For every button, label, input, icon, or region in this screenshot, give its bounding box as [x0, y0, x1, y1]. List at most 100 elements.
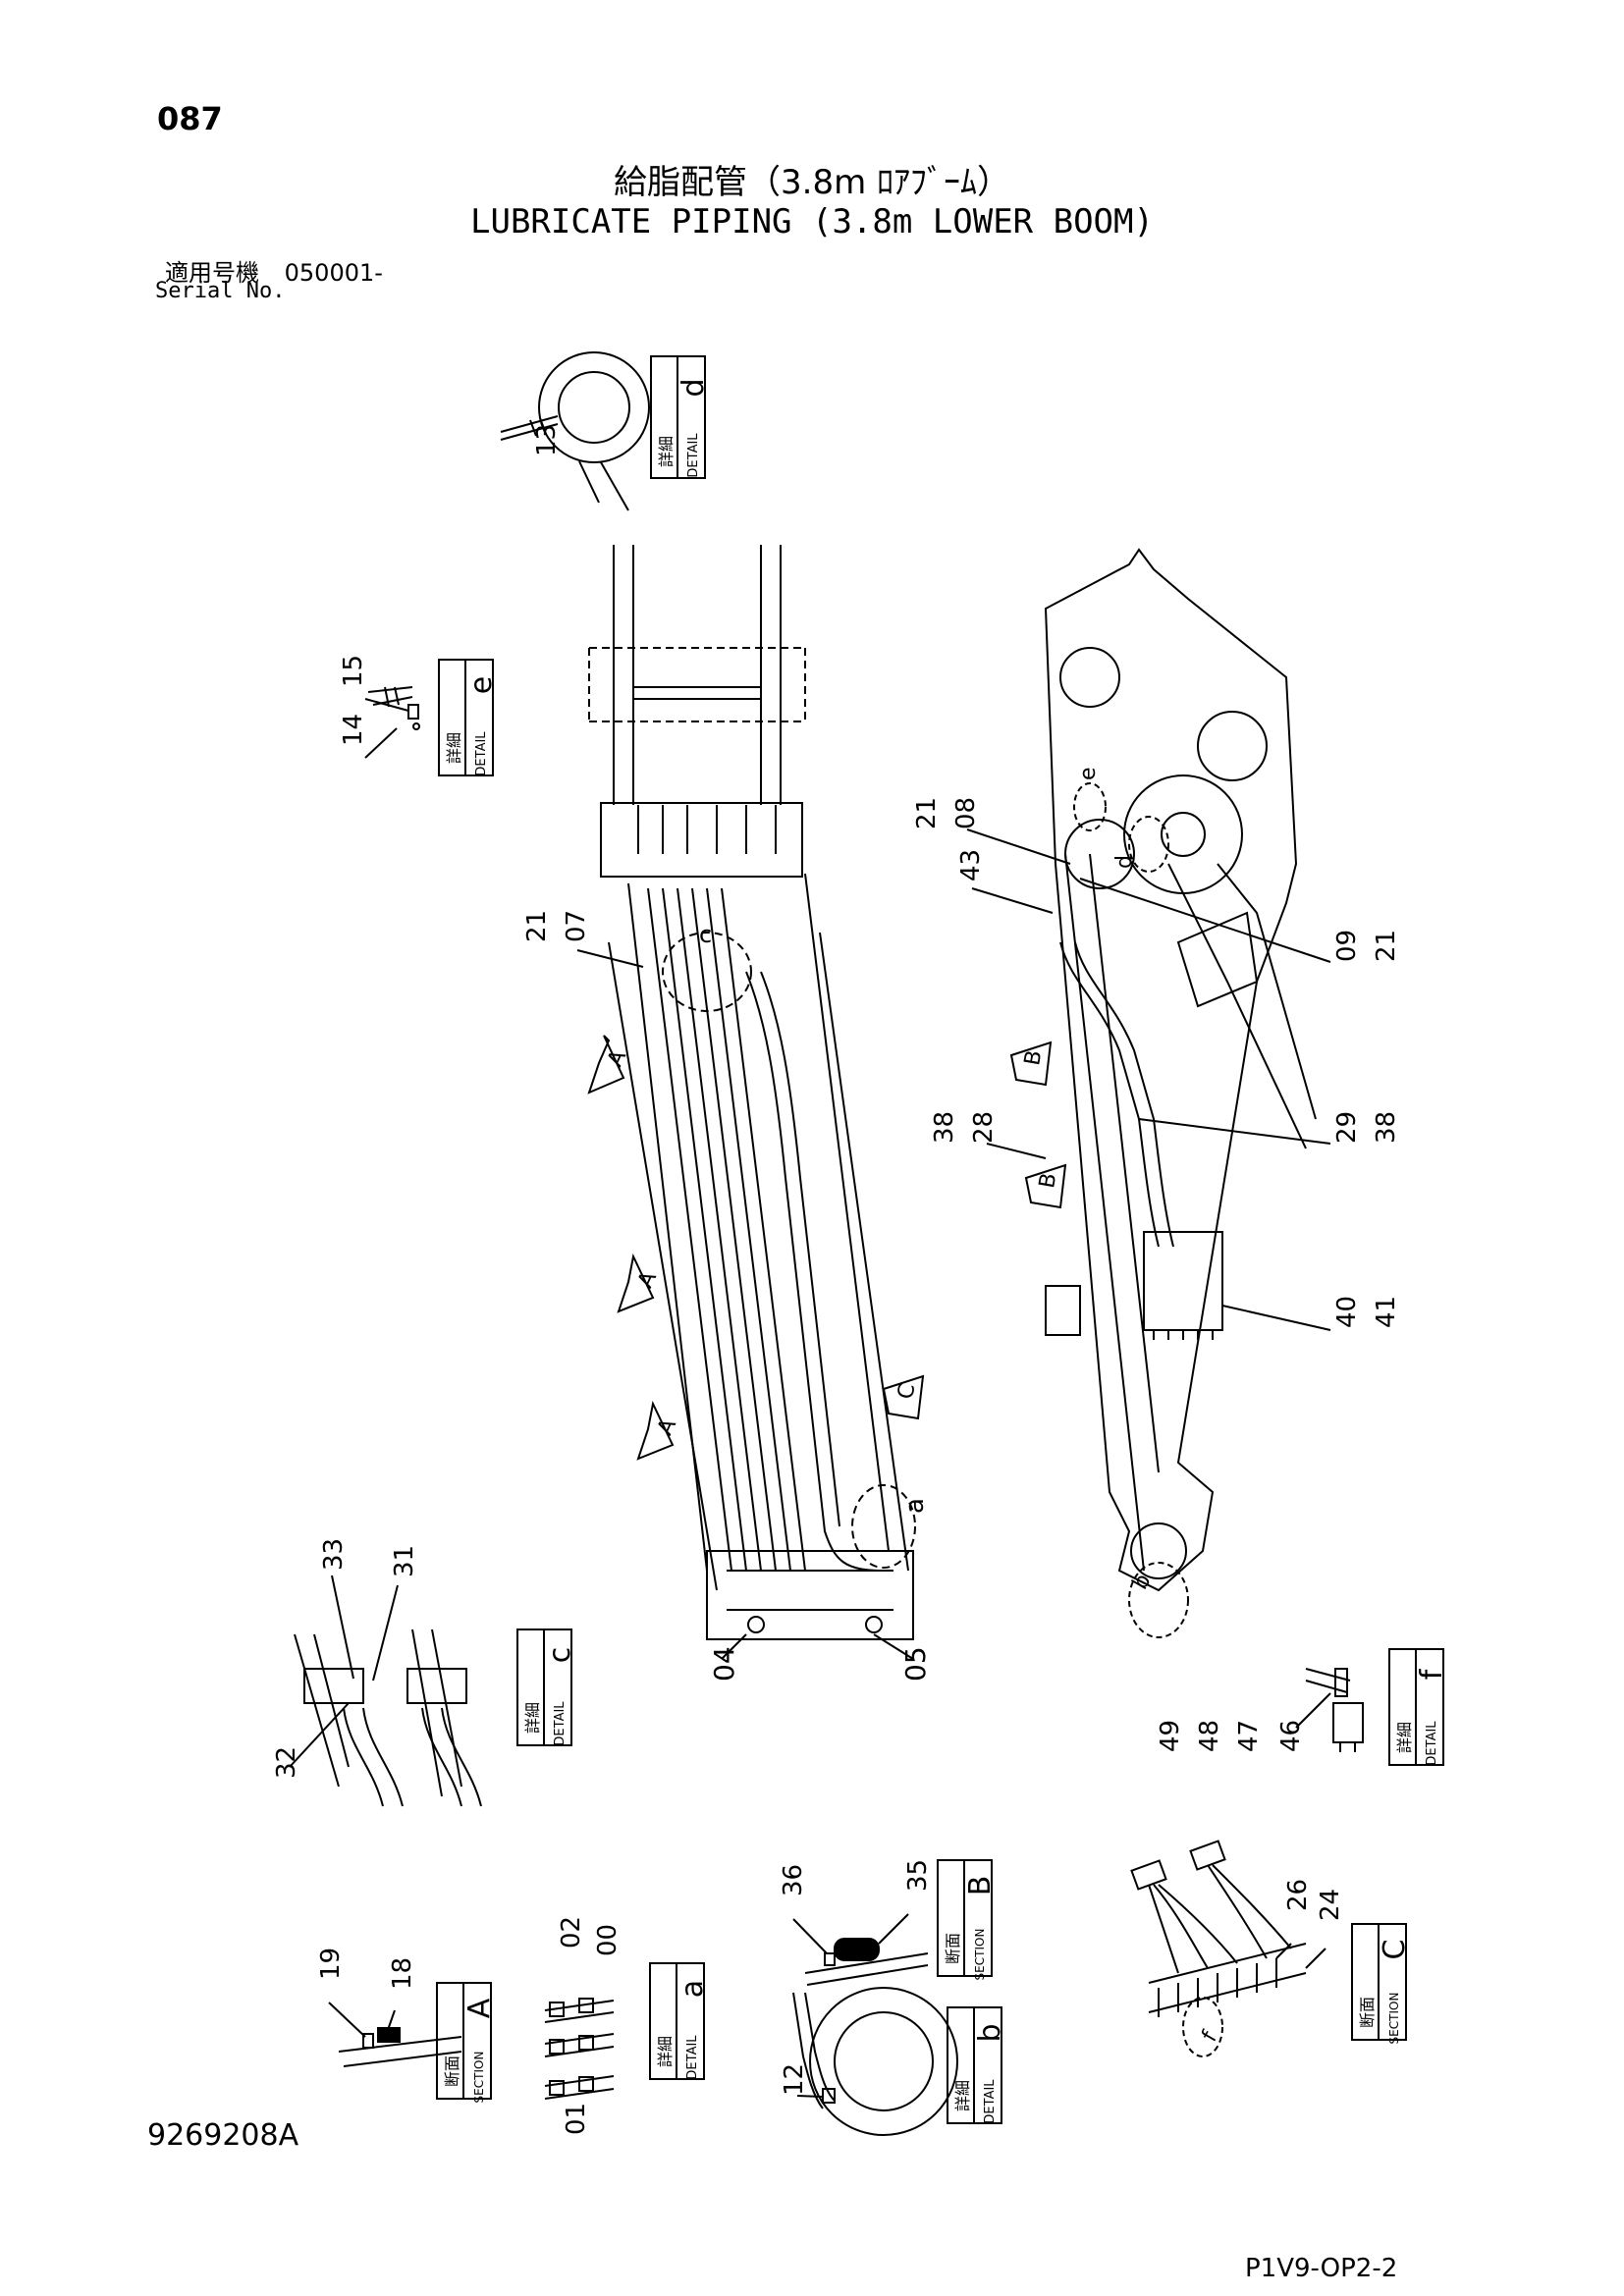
detail-e-label-jp: 詳細: [445, 732, 463, 764]
view-circle-d: [1128, 816, 1169, 873]
detail-c-label-en: DETAIL: [553, 1701, 568, 1746]
boom-plan-view: [588, 545, 914, 1640]
view-circle-a: [851, 1484, 916, 1569]
boom-side-view: [1044, 548, 1317, 1592]
serial-value: 050001-: [284, 259, 383, 287]
callout-01: 01: [562, 2103, 591, 2135]
callout-08: 08: [951, 797, 981, 829]
arrow-a3-label: A: [653, 1415, 681, 1439]
view-marker-d-top: d: [1112, 855, 1137, 869]
section-arrow-a2: A: [617, 1253, 662, 1313]
detail-e-drawing: [367, 686, 420, 730]
leader-35: [878, 1913, 909, 1945]
section-c-drawing: [1130, 1840, 1307, 2017]
view-circle-f: [1182, 1997, 1223, 2057]
detail-f-label-jp: 詳細: [1395, 1722, 1414, 1753]
arrow-b2-label: B: [1035, 1171, 1061, 1190]
detail-b-label-jp: 詳細: [953, 2080, 972, 2111]
callout-00: 00: [593, 1924, 623, 1956]
section-a-label-jp: 断面: [443, 2056, 461, 2087]
section-c-label-jp: 断面: [1358, 1997, 1377, 2028]
leader-40: [1221, 1305, 1331, 1331]
callout-29: 29: [1332, 1111, 1362, 1144]
detail-c-label-jp: 詳細: [523, 1702, 542, 1734]
view-marker-e-top: e: [1076, 767, 1101, 780]
leader-04: [721, 1633, 747, 1660]
view-circle-e: [1073, 782, 1107, 831]
serial-label-japanese: 適用号機: [165, 259, 259, 287]
leader-07: [576, 949, 644, 968]
detail-f-letter: f: [1415, 1668, 1449, 1680]
leader-28: [986, 1143, 1047, 1159]
section-b-letter: B: [963, 1876, 998, 1896]
serial-label-english: Serial No.: [155, 279, 286, 303]
section-c-box: C SECTION 断面: [1351, 1923, 1412, 2044]
callout-05: 05: [899, 1646, 932, 1682]
leader-33: [331, 1575, 354, 1680]
detail-a-letter: a: [676, 1980, 710, 1998]
detail-e-box: e DETAIL 詳細: [438, 659, 499, 776]
leader-29: [1138, 1118, 1331, 1145]
detail-c-letter: c: [543, 1647, 577, 1664]
detail-b-box: b DETAIL 詳細: [947, 2006, 1007, 2124]
callout-26: 26: [1283, 1879, 1313, 1911]
section-a-letter: A: [462, 1998, 497, 2018]
detail-f-label-en: DETAIL: [1425, 1721, 1439, 1766]
callout-49: 49: [1156, 1720, 1185, 1752]
page-title-japanese: 給脂配管（3.8m ﾛｱﾌﾞｰﾑ）: [614, 163, 1010, 202]
callout-28: 28: [969, 1111, 999, 1144]
callout-18: 18: [388, 1957, 417, 1990]
detail-d-box: d DETAIL 詳細: [650, 355, 711, 479]
section-arrow-b1: B: [1009, 1041, 1053, 1087]
section-arrow-c: C: [882, 1374, 925, 1420]
section-a-drawing: [338, 2027, 462, 2067]
callout-38-left: 38: [930, 1111, 959, 1144]
callout-43: 43: [956, 849, 986, 881]
section-b-label-jp: 断面: [944, 1933, 962, 1964]
callout-19: 19: [316, 1948, 346, 1980]
leader-24: [1305, 1948, 1326, 1969]
leader-12: [796, 2095, 824, 2098]
page-title-english: LUBRICATE PIPING (3.8m LOWER BOOM): [470, 202, 1154, 241]
detail-d-label-en: DETAIL: [686, 433, 701, 478]
leader-31: [372, 1584, 399, 1682]
detail-a-label-en: DETAIL: [685, 2035, 700, 2080]
page-number: 087: [157, 100, 223, 137]
section-arrow-b2: B: [1024, 1163, 1067, 1209]
leader-09: [1079, 878, 1331, 963]
callout-47: 47: [1234, 1720, 1264, 1752]
detail-f-drawing: [1305, 1668, 1364, 1752]
callout-31: 31: [390, 1545, 419, 1577]
detail-c-box: c DETAIL 詳細: [516, 1629, 577, 1746]
callout-32: 32: [272, 1746, 301, 1779]
callout-12: 12: [780, 2063, 809, 2096]
arrow-b1-label: B: [1020, 1048, 1047, 1067]
callout-46: 46: [1276, 1720, 1306, 1752]
leader-14: [364, 727, 398, 759]
leader-05: [873, 1633, 914, 1660]
callout-15: 15: [339, 655, 368, 687]
callout-33: 33: [319, 1538, 349, 1571]
callout-14: 14: [339, 714, 368, 746]
view-marker-f-bot: f: [1198, 2026, 1223, 2046]
detail-a-drawing: [544, 1998, 615, 2100]
leader-08: [966, 828, 1071, 865]
serial-label: 適用号機 050001-: [165, 253, 383, 288]
callout-07: 07: [562, 910, 591, 942]
leader-15: [364, 698, 409, 712]
callout-35: 35: [903, 1859, 933, 1892]
arrow-a2-label: A: [633, 1268, 662, 1292]
leader-43: [971, 887, 1054, 914]
detail-b-drawing: [792, 1987, 958, 2136]
callout-21-top-left: 21: [522, 910, 552, 942]
callout-21-right-mid: 21: [1372, 930, 1401, 962]
section-b-drawing: [804, 1938, 929, 1986]
arrow-c-label: C: [893, 1382, 920, 1401]
section-b-box: B SECTION 断面: [937, 1859, 998, 1980]
section-a-box: A SECTION 断面: [436, 1982, 497, 2103]
detail-a-label-jp: 詳細: [656, 2036, 675, 2067]
detail-d-label-jp: 詳細: [657, 436, 676, 467]
drawing-number: 9269208A: [147, 2118, 299, 2153]
detail-c-drawing: [294, 1629, 482, 1807]
